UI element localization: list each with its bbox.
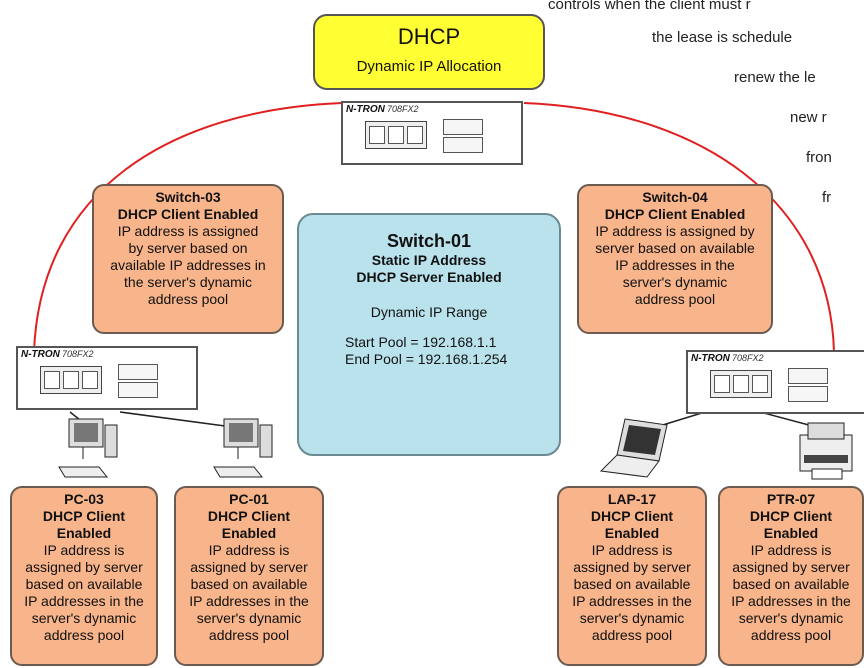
- client-desc: assigned by server: [25, 559, 143, 575]
- switch-03-box: Switch-03 DHCP Client Enabled IP address…: [92, 184, 284, 334]
- client-desc: IP addresses in the: [572, 593, 692, 609]
- client-name: PTR-07: [766, 491, 816, 507]
- bg-text-line: controls when the client must r: [548, 0, 751, 13]
- fiber-port: [788, 368, 828, 384]
- port-block: [710, 370, 772, 398]
- client-desc: server's dynamic: [738, 610, 844, 626]
- laptop-icon: [599, 418, 668, 478]
- client-desc: assigned by server: [190, 559, 308, 575]
- client-name: LAP-17: [607, 491, 657, 507]
- server-name: Switch-01: [386, 231, 472, 251]
- link-left-arc: [33, 102, 343, 353]
- client-desc: IP address is: [750, 542, 832, 558]
- client-desc: IP address is: [208, 542, 290, 558]
- client-desc: server's dynamic: [196, 610, 302, 626]
- client-desc: IP address is: [591, 542, 673, 558]
- switch-03-desc: IP address is assigned: [117, 223, 259, 239]
- client-desc: assigned by server: [732, 559, 850, 575]
- client-name: PC-03: [64, 491, 104, 507]
- desktop-pc-icon: [213, 418, 273, 478]
- switch-brand: N-TRON: [21, 349, 60, 360]
- client-role: DHCP Client: [42, 508, 126, 524]
- client-role: DHCP Client: [207, 508, 291, 524]
- switch-04-desc: address pool: [634, 291, 716, 307]
- client-desc: address pool: [591, 627, 673, 643]
- switch-model: 708FX2: [387, 104, 419, 114]
- switch-04-desc: server's dynamic: [622, 274, 728, 290]
- switch-01-server-box: Switch-01 Static IP Address DHCP Server …: [297, 213, 561, 456]
- client-role: Enabled: [56, 525, 112, 541]
- switch-model: 708FX2: [732, 353, 764, 363]
- client-lap-17-box: LAP-17 DHCP Client Enabled IP address is…: [557, 486, 707, 666]
- client-desc: server's dynamic: [579, 610, 685, 626]
- port-block: [365, 121, 427, 149]
- switch-04-role: DHCP Client Enabled: [604, 206, 746, 222]
- server-line1: Static IP Address: [371, 252, 487, 268]
- server-line2: DHCP Server Enabled: [356, 269, 502, 285]
- switch-right: N-TRON 708FX2: [686, 350, 864, 414]
- fiber-port: [443, 119, 483, 135]
- client-pc-01-box: PC-01 DHCP Client Enabled IP address is …: [174, 486, 324, 666]
- client-desc: IP addresses in the: [731, 593, 851, 609]
- switch-04-desc: IP address is assigned by: [595, 223, 755, 239]
- client-role: DHCP Client: [590, 508, 674, 524]
- client-desc: based on available: [25, 576, 143, 592]
- bg-text-line: renew the le: [734, 69, 816, 86]
- client-desc: address pool: [208, 627, 290, 643]
- fiber-port: [118, 382, 158, 398]
- switch-04-desc: IP addresses in the: [615, 257, 735, 273]
- switch-03-desc: the server's dynamic: [124, 274, 252, 290]
- bg-text-line: the lease is schedule: [652, 29, 793, 46]
- switch-03-desc: available IP addresses in: [110, 257, 266, 273]
- switch-04-box: Switch-04 DHCP Client Enabled IP address…: [577, 184, 773, 334]
- client-desc: based on available: [190, 576, 308, 592]
- client-role: Enabled: [604, 525, 660, 541]
- server-end-pool: End Pool = 192.168.1.254: [345, 351, 508, 367]
- client-desc: assigned by server: [573, 559, 691, 575]
- switch-03-name: Switch-03: [155, 189, 221, 205]
- client-desc: address pool: [750, 627, 832, 643]
- printer-icon: [799, 422, 853, 480]
- switch-left: N-TRON 708FX2: [16, 346, 198, 410]
- fiber-port: [118, 364, 158, 380]
- client-role: DHCP Client: [749, 508, 833, 524]
- bg-text-line: fron: [806, 149, 832, 166]
- client-role: Enabled: [763, 525, 819, 541]
- client-ptr-07-box: PTR-07 DHCP Client Enabled IP address is…: [718, 486, 864, 666]
- client-desc: IP addresses in the: [189, 593, 309, 609]
- title-box: DHCP Dynamic IP Allocation: [313, 14, 545, 90]
- link-right-arc: [523, 102, 835, 353]
- switch-top: N-TRON 708FX2: [341, 101, 523, 165]
- switch-brand: N-TRON: [691, 353, 730, 364]
- desktop-pc-icon: [58, 418, 118, 478]
- port-block: [40, 366, 102, 394]
- title-main: DHCP: [397, 24, 461, 49]
- switch-04-desc: server based on available: [595, 240, 755, 256]
- client-desc: based on available: [732, 576, 850, 592]
- switch-04-name: Switch-04: [642, 189, 708, 205]
- switch-03-desc: by server based on: [128, 240, 248, 256]
- server-start-pool: Start Pool = 192.168.1.1: [345, 334, 497, 350]
- client-desc: server's dynamic: [31, 610, 137, 626]
- link-switch03-pc01: [119, 411, 241, 429]
- switch-03-desc: address pool: [147, 291, 229, 307]
- bg-text-line: fr: [822, 189, 832, 206]
- bg-text-line: new r: [790, 109, 827, 126]
- switch-model: 708FX2: [62, 349, 94, 359]
- client-pc-03-box: PC-03 DHCP Client Enabled IP address is …: [10, 486, 158, 666]
- server-range-label: Dynamic IP Range: [370, 304, 488, 320]
- client-desc: based on available: [573, 576, 691, 592]
- fiber-port: [788, 386, 828, 402]
- client-desc: IP addresses in the: [24, 593, 144, 609]
- client-name: PC-01: [229, 491, 269, 507]
- switch-brand: N-TRON: [346, 104, 385, 115]
- client-desc: IP address is: [43, 542, 125, 558]
- switch-03-role: DHCP Client Enabled: [117, 206, 259, 222]
- client-desc: address pool: [43, 627, 125, 643]
- title-sub: Dynamic IP Allocation: [356, 58, 502, 75]
- fiber-port: [443, 137, 483, 153]
- client-role: Enabled: [221, 525, 277, 541]
